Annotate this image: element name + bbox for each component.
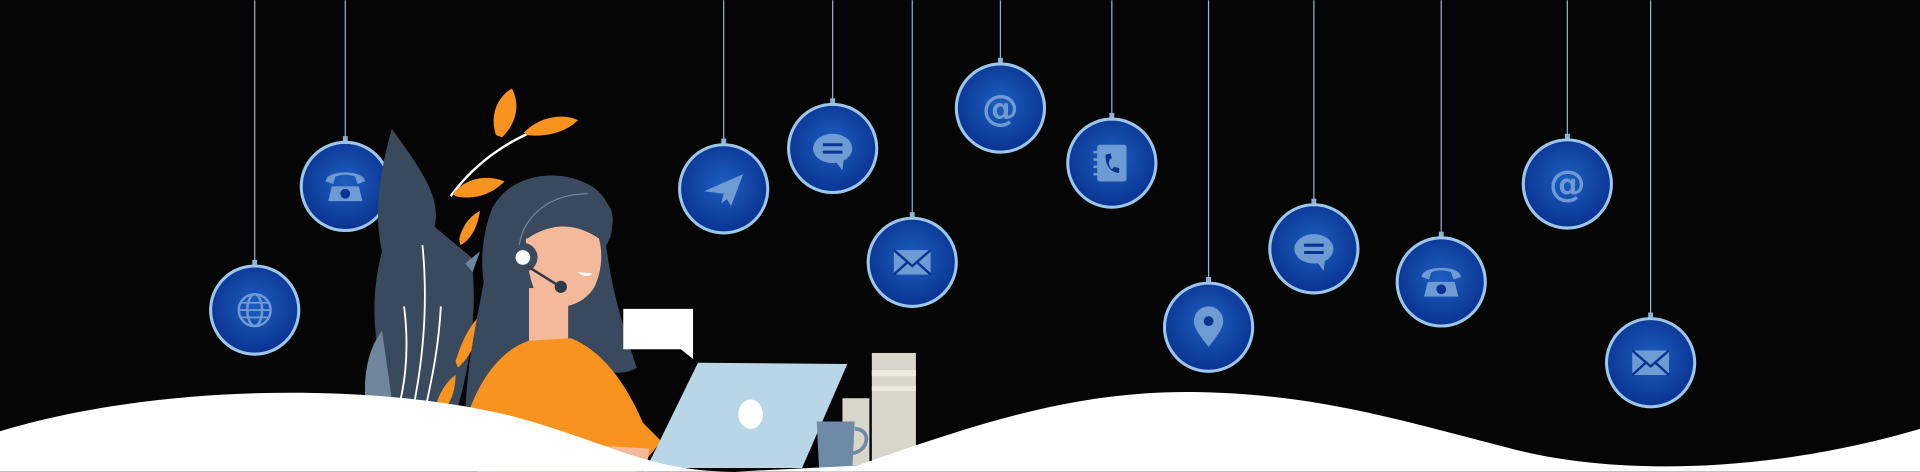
at-sign-icon: @: [1549, 162, 1586, 205]
ornament-globe: [209, 0, 301, 356]
desk-items: [816, 352, 916, 472]
ornament-cap: [342, 136, 348, 142]
phone-icon: [325, 172, 365, 202]
ornament-phone: [299, 0, 391, 233]
speech-bubble: [623, 308, 694, 360]
ornament-cap: [1648, 312, 1654, 318]
ornament-at-sign: @: [954, 0, 1047, 154]
mail-icon: [1631, 349, 1670, 376]
ornament-cap: [1109, 112, 1115, 118]
svg-text:@: @: [1549, 162, 1586, 205]
ornament-contact-book: [1066, 0, 1158, 209]
hanging-ornaments: @@: [209, 0, 1697, 409]
mail-icon: [893, 249, 932, 276]
ornament-chat: [787, 0, 879, 195]
ornament-cap: [1564, 133, 1570, 139]
ground-wave: [0, 391, 1920, 472]
ornament-cap: [909, 212, 915, 218]
location-pin-icon: [1193, 306, 1224, 347]
ornament-cap: [830, 98, 836, 104]
ornament-cap: [721, 138, 727, 144]
ornament-ball: [1521, 138, 1613, 230]
at-sign-icon: @: [982, 86, 1019, 129]
contact-book-icon: [1093, 144, 1127, 182]
ornament-cap: [997, 57, 1003, 63]
ornament-cap: [1438, 231, 1444, 237]
ornament-cap: [252, 259, 258, 265]
chat-icon: [1294, 234, 1334, 271]
chat-icon: [813, 133, 853, 171]
plant-illustration: [364, 88, 578, 424]
laptop-illustration: [646, 362, 848, 469]
ornament-phone: [1395, 0, 1487, 328]
ornament-mail: [866, 0, 958, 308]
globe-icon: [237, 292, 272, 328]
ornament-ball: [954, 62, 1047, 154]
ornament-cap: [1311, 198, 1317, 204]
ornament-cap: [1206, 277, 1212, 282]
ornament-paper-plane: [678, 0, 770, 235]
paper-plane-icon: [704, 174, 744, 206]
phone-icon: [1421, 267, 1461, 297]
ornament-at-sign: @: [1521, 0, 1613, 230]
ornament-location-pin: [1162, 0, 1255, 373]
svg-text:@: @: [982, 86, 1019, 129]
ornament-chat: [1268, 0, 1360, 295]
ornament-mail: [1605, 0, 1697, 409]
